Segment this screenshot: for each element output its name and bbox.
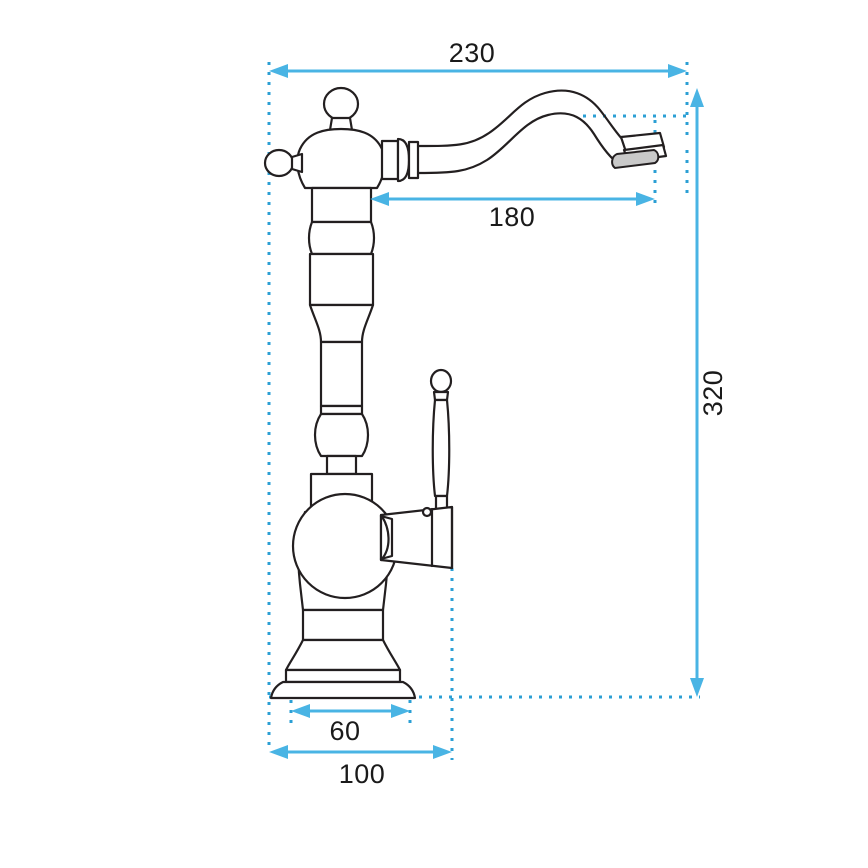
side-ball-knob [263,148,304,178]
spout-collar [380,137,420,183]
dimension-230-arrow-left [269,64,288,78]
dimension-320: 320 [690,88,728,697]
dimension-100-label: 100 [339,759,386,789]
segmented-column [307,186,376,514]
dimension-180-arrow-left [370,192,389,206]
dimension-230-label: 230 [449,38,496,68]
dimension-230: 230 [269,38,687,78]
dimension-100: 100 [269,745,452,789]
dimension-100-arrow-left [269,745,288,759]
flared-pedestal [284,608,402,672]
faucet-illustration [263,86,668,700]
dimension-60-label: 60 [329,716,360,746]
dimension-60-arrow-left [291,704,310,718]
dimension-180-arrow-right [636,192,655,206]
dimension-60: 60 [291,704,410,746]
dimension-60-arrow-right [391,704,410,718]
dimension-100-arrow-right [433,745,452,759]
dimension-320-arrow-top [690,88,704,107]
dimension-320-arrow-bottom [690,678,704,697]
spherical-cap [296,127,386,190]
base-plate [269,668,417,700]
dimension-320-label: 320 [698,370,728,417]
handle-mount-block [379,505,454,570]
dimension-230-arrow-right [668,64,687,78]
dimension-180-label: 180 [489,202,536,232]
swan-neck-spout-lower [416,112,621,175]
dimension-180: 180 [370,192,655,232]
ball-finial-icon [322,86,360,132]
spout-aerator [611,131,668,170]
lever-handle [429,368,453,512]
swan-neck-spout-upper [416,89,628,148]
